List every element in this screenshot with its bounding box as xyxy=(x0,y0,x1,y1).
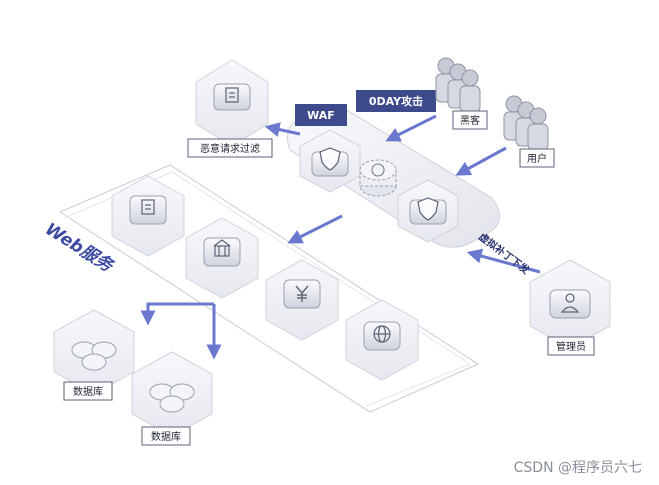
globe-icon xyxy=(371,163,385,177)
watermark: CSDN @程序员六七 xyxy=(514,460,642,476)
user-label: 用户 xyxy=(527,152,547,165)
waf-shield-node-1 xyxy=(299,129,361,193)
database-node-1: 数据库 xyxy=(53,309,135,401)
virtual-patch-label: 虚拟补丁下发 xyxy=(476,230,533,277)
web-service-label: Web服务 xyxy=(41,219,118,277)
db2-label-box xyxy=(141,426,191,446)
shield-icon xyxy=(319,147,341,171)
db1-label-box xyxy=(63,381,113,401)
database-icon xyxy=(149,383,195,413)
shield-icon xyxy=(417,197,439,221)
arrow-web-to-db1 xyxy=(140,302,178,326)
user-label-box xyxy=(519,148,555,168)
arrows xyxy=(140,114,541,360)
yuan-icon xyxy=(295,285,309,302)
admin-label: 管理员 xyxy=(556,340,586,353)
arrow-hacker-to-waf xyxy=(385,114,437,142)
building-icon xyxy=(213,239,231,257)
people-icon xyxy=(435,57,481,113)
user-icon xyxy=(560,293,580,313)
people-icon xyxy=(503,95,549,151)
database-node-2: 数据库 xyxy=(131,351,213,446)
malicious-filter-node: 恶意请求过滤 xyxy=(187,59,273,158)
user-group: 用户 xyxy=(503,95,555,168)
hacker-group: 黑客 xyxy=(435,57,488,130)
waf-shield-node-2 xyxy=(397,179,459,243)
db1-label: 数据库 xyxy=(73,385,103,398)
admin-label-box xyxy=(547,336,595,356)
arrow-admin-to-waf xyxy=(466,248,541,274)
arrow-user-to-waf xyxy=(455,146,507,176)
zero-day-tag-label: 0DAY攻击 xyxy=(369,94,423,108)
arrow-waf-to-filter xyxy=(264,122,301,137)
admin-node: 管理员 xyxy=(529,259,611,356)
hacker-label-box xyxy=(452,110,488,130)
web-server-4 xyxy=(345,299,419,381)
db2-label: 数据库 xyxy=(151,430,181,443)
waf-core-node xyxy=(359,159,397,197)
document-icon xyxy=(225,87,239,103)
web-server-1 xyxy=(111,175,185,257)
malicious-filter-label-box xyxy=(187,138,273,158)
waf-tag: WAF xyxy=(295,104,347,126)
web-server-2 xyxy=(185,217,259,299)
document-icon xyxy=(141,199,155,215)
hacker-label: 黑客 xyxy=(460,114,480,127)
globe-icon xyxy=(373,325,391,343)
zero-day-tag: 0DAY攻击 xyxy=(356,90,436,112)
waf-tag-label: WAF xyxy=(307,109,335,122)
database-icon xyxy=(71,341,117,371)
web-server-3 xyxy=(265,259,339,341)
arrow-waf-to-web xyxy=(287,214,343,244)
malicious-filter-label: 恶意请求过滤 xyxy=(200,142,260,155)
